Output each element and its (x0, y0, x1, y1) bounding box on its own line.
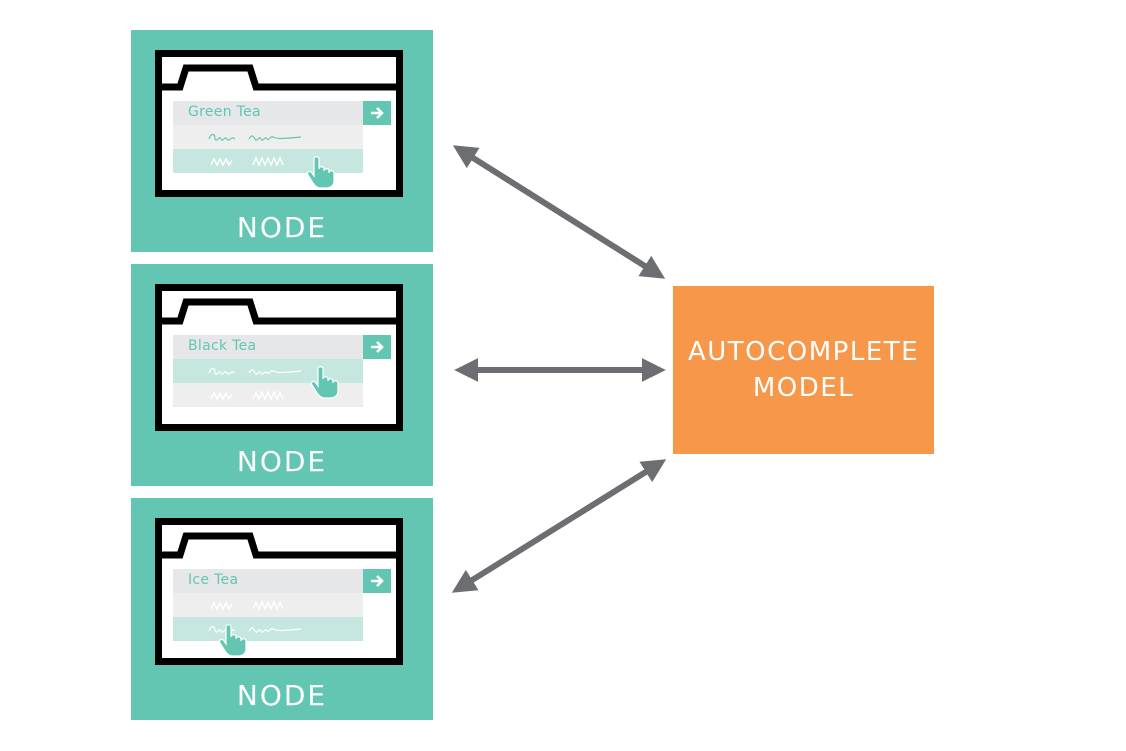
pointer-hand-icon (310, 366, 339, 399)
submit-button[interactable] (363, 101, 391, 125)
browser-window: Green Tea (155, 50, 403, 197)
search-input-text: Ice Tea (188, 572, 239, 588)
scribble-text-1 (208, 367, 302, 375)
window-tab-shape (162, 298, 396, 325)
browser-window: Ice Tea (155, 518, 403, 665)
model-label-line1: AUTOCOMPLETE (687, 337, 920, 367)
arrow-right-icon (371, 341, 384, 353)
scribble-text-2 (210, 390, 284, 401)
submit-button[interactable] (363, 569, 391, 593)
model-label-line2: MODEL (752, 373, 855, 403)
suggestion-item-1[interactable] (173, 593, 363, 617)
pointer-hand-icon (218, 624, 247, 657)
suggestion-item-2[interactable] (173, 617, 363, 641)
double-arrow-icon (451, 459, 667, 593)
pointer-hand-icon (306, 156, 335, 189)
node-label: NODE (236, 679, 328, 712)
node-label: NODE (236, 445, 328, 478)
model-label: AUTOCOMPLETE MODEL (684, 334, 924, 406)
search-input[interactable]: Ice Tea (173, 569, 391, 593)
node-card-1: Green Tea NODE (131, 30, 433, 252)
autocomplete-model-box: AUTOCOMPLETE MODEL (673, 286, 934, 454)
node-card-3: Ice Tea NODE (131, 498, 433, 720)
scribble-text-1 (208, 133, 302, 141)
window-tab-shape (162, 64, 396, 91)
node-label: NODE (236, 211, 328, 244)
scribble-text-2 (210, 156, 284, 167)
search-input-text: Green Tea (188, 104, 261, 120)
suggestion-item-2[interactable] (173, 149, 363, 173)
arrow-right-icon (371, 575, 384, 587)
suggestion-item-1[interactable] (173, 125, 363, 149)
node-card-2: Black Tea NODE (131, 264, 433, 486)
double-arrow-icon (452, 145, 666, 279)
submit-button[interactable] (363, 335, 391, 359)
scribble-text-1 (210, 600, 284, 611)
browser-window: Black Tea (155, 284, 403, 431)
search-input[interactable]: Green Tea (173, 101, 391, 125)
window-tab-shape (162, 532, 396, 559)
arrow-right-icon (371, 107, 384, 119)
search-input[interactable]: Black Tea (173, 335, 391, 359)
search-input-text: Black Tea (188, 338, 257, 354)
